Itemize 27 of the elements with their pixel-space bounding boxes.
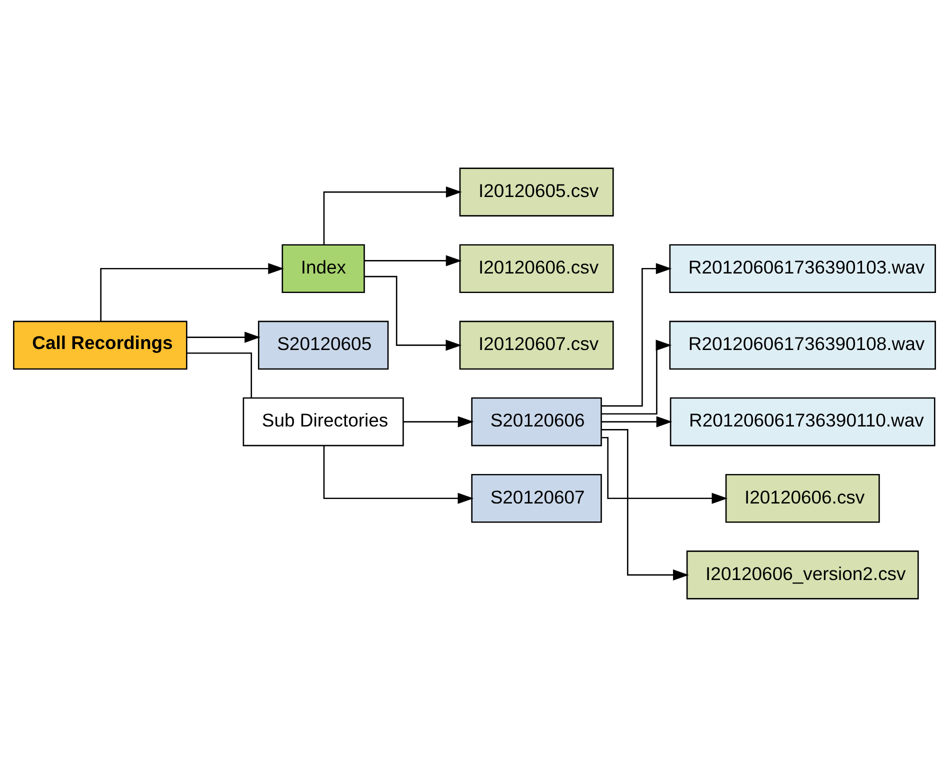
arrow bbox=[601, 429, 689, 580]
arrow bbox=[601, 436, 728, 504]
node-box: R201206061736390103.wav bbox=[669, 244, 936, 294]
node-box: S20120605 bbox=[258, 320, 389, 370]
node-box: Sub Directories bbox=[242, 397, 404, 446]
node-box: R201206061736390110.wav bbox=[670, 397, 936, 446]
arrow bbox=[602, 340, 672, 415]
arrow bbox=[403, 416, 474, 428]
arrow bbox=[364, 255, 462, 266]
arrow bbox=[601, 416, 672, 428]
node-box: S20120607 bbox=[471, 474, 602, 523]
node-box: Index bbox=[282, 244, 365, 294]
arrow bbox=[323, 446, 474, 504]
node-box: S20120606 bbox=[471, 397, 602, 446]
node-box: Call Recordings bbox=[13, 320, 188, 370]
node-box: R201206061736390108.wav bbox=[669, 320, 936, 370]
node-box: I20120606.csv bbox=[459, 244, 614, 294]
node-box: I20120606.csv bbox=[725, 474, 880, 523]
arrow bbox=[323, 186, 462, 245]
connector bbox=[186, 352, 252, 398]
node-box: I20120605.csv bbox=[459, 168, 614, 216]
arrow bbox=[364, 276, 462, 351]
arrow bbox=[187, 332, 260, 343]
arrow bbox=[100, 263, 284, 322]
node-box: I20120606_version2.csv bbox=[686, 550, 919, 600]
node-box: I20120607.csv bbox=[459, 320, 614, 370]
arrow bbox=[602, 263, 672, 407]
